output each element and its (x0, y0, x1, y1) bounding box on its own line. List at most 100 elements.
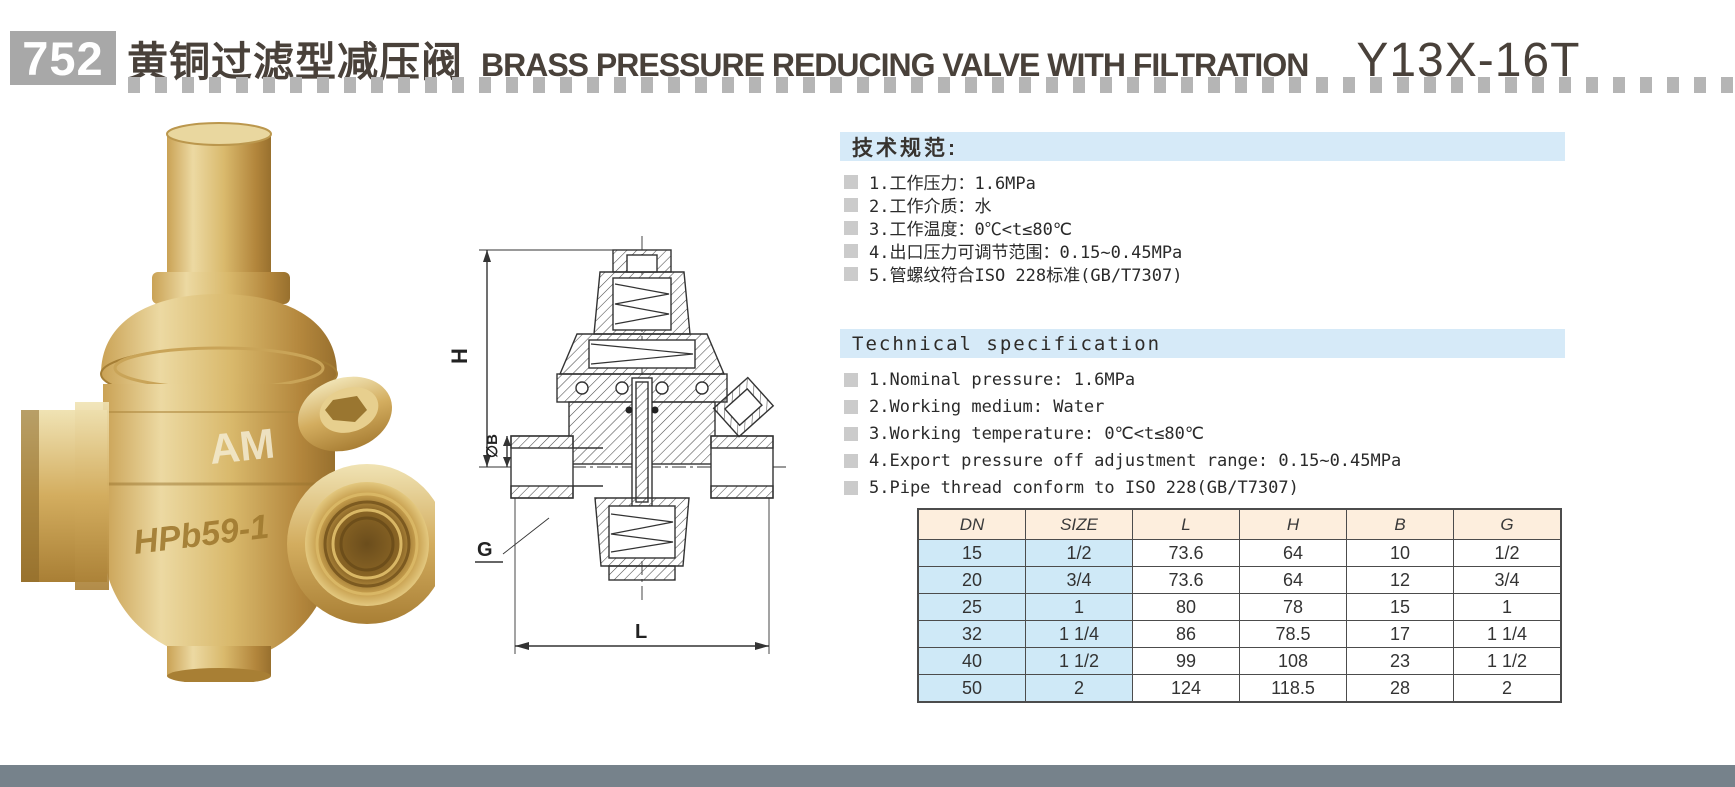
table-header-row: DN SIZE L H B G (917, 508, 1562, 540)
valve-hex-plug (298, 376, 392, 452)
bullet-square-icon (844, 399, 858, 414)
col-header-g: G (1453, 508, 1562, 540)
cell-b: 28 (1346, 674, 1454, 703)
col-header-h: H (1239, 508, 1347, 540)
spec-item: 2.Working medium: Water (844, 393, 1401, 420)
valve-body (103, 384, 335, 650)
cell-g: 2 (1453, 674, 1562, 703)
spec-item: 3.工作温度：0℃<t≤80℃ (844, 216, 1182, 240)
table-row: 40 1 1/2 99 108 23 1 1/2 (917, 647, 1562, 675)
cell-size: 1 1/2 (1025, 647, 1133, 675)
dimensions-table: DN SIZE L H B G 15 1/2 73.6 64 10 1/2 20… (917, 508, 1562, 703)
spec-item: 1.Nominal pressure: 1.6MPa (844, 366, 1401, 393)
cell-l: 73.6 (1132, 539, 1240, 567)
dashed-divider (128, 77, 1735, 93)
cell-h: 108 (1239, 647, 1347, 675)
cell-dn: 20 (917, 566, 1026, 594)
bullet-square-icon (844, 197, 858, 212)
page-number-box: 752 (10, 31, 116, 85)
cell-h: 64 (1239, 539, 1347, 567)
valve-section-drawing: H ∅B G L (447, 236, 787, 654)
cell-l: 80 (1132, 593, 1240, 621)
cell-h: 78.5 (1239, 620, 1347, 648)
spec-item-text: 5.管螺纹符合ISO 228标准(GB/T7307) (869, 266, 1183, 286)
spec-heading-en: Technical specification (840, 329, 1565, 358)
cell-b: 15 (1346, 593, 1454, 621)
spec-heading-cn: 技术规范: (840, 132, 1565, 161)
brand-logo: AM (207, 419, 277, 473)
cell-g: 1 (1453, 593, 1562, 621)
spec-item: 5.管螺纹符合ISO 228标准(GB/T7307) (844, 262, 1183, 286)
table-row: 20 3/4 73.6 64 12 3/4 (917, 566, 1562, 594)
cell-dn: 50 (917, 674, 1026, 703)
spec-item-text: 2.Working medium: Water (869, 396, 1105, 417)
bullet-square-icon (844, 480, 858, 495)
cell-b: 12 (1346, 566, 1454, 594)
spec-heading-en-text: Technical specification (852, 332, 1162, 355)
cell-b: 23 (1346, 647, 1454, 675)
cell-h: 78 (1239, 593, 1347, 621)
dim-label-bore: ∅B (484, 434, 501, 458)
spec-item-text: 3.工作温度：0℃<t≤80℃ (869, 220, 1072, 240)
spec-list-cn: 1.工作压力：1.6MPa 2.工作介质：水 3.工作温度：0℃<t≤80℃ 4… (844, 170, 1183, 286)
spec-item: 2.工作介质：水 (844, 193, 1182, 217)
cell-h: 118.5 (1239, 674, 1347, 703)
cell-size: 3/4 (1025, 566, 1133, 594)
valve-bottom (167, 646, 271, 684)
cell-dn: 15 (917, 539, 1026, 567)
table-row: 25 1 80 78 15 1 (917, 593, 1562, 621)
spec-item-text: 4.出口压力可调节范围：0.15~0.45MPa (869, 243, 1183, 263)
cell-dn: 40 (917, 647, 1026, 675)
spec-heading-cn-text: 技术规范: (852, 136, 958, 160)
cell-dn: 32 (917, 620, 1026, 648)
cell-b: 17 (1346, 620, 1454, 648)
spec-item-text: 5.Pipe thread conform to ISO 228(GB/T730… (869, 477, 1299, 498)
spec-item-text: 2.工作介质：水 (869, 197, 992, 217)
spec-item: 3.Working temperature: 0℃<t≤80℃ (844, 420, 1401, 447)
spec-item-text: 3.Working temperature: 0℃<t≤80℃ (869, 423, 1204, 444)
cell-l: 73.6 (1132, 566, 1240, 594)
valve-right-port (287, 464, 447, 624)
bullet-square-icon (844, 220, 858, 235)
col-header-b: B (1346, 508, 1454, 540)
dim-label-g: G (477, 539, 493, 561)
bullet-square-icon (844, 243, 858, 258)
cell-b: 10 (1346, 539, 1454, 567)
table-row: 32 1 1/4 86 78.5 17 1 1/4 (917, 620, 1562, 648)
cell-size: 1 (1025, 593, 1133, 621)
table-row: 50 2 124 118.5 28 2 (917, 674, 1562, 703)
spec-item: 1.工作压力：1.6MPa (844, 170, 1182, 194)
cell-g: 1 1/4 (1453, 620, 1562, 648)
cell-h: 64 (1239, 566, 1347, 594)
bullet-square-icon (844, 426, 858, 441)
footer-bar (0, 765, 1735, 787)
cell-g: 3/4 (1453, 566, 1562, 594)
cell-g: 1 1/2 (1453, 647, 1562, 675)
cell-size: 1 1/4 (1025, 620, 1133, 648)
spec-item-text: 1.Nominal pressure: 1.6MPa (869, 369, 1136, 390)
col-header-size: SIZE (1025, 508, 1133, 540)
cell-dn: 25 (917, 593, 1026, 621)
table-row: 15 1/2 73.6 64 10 1/2 (917, 539, 1562, 567)
spec-item: 4.Export pressure off adjustment range: … (844, 447, 1401, 474)
valve-cap (152, 122, 290, 304)
spec-item-text: 1.工作压力：1.6MPa (869, 174, 1036, 194)
valve-photo-illustration: AM HPb59-1 (21, 122, 447, 684)
cell-l: 86 (1132, 620, 1240, 648)
col-header-dn: DN (917, 508, 1026, 540)
page-number: 752 (22, 31, 104, 85)
valve-left-port (21, 402, 109, 590)
dim-label-l: L (635, 621, 647, 643)
cell-l: 99 (1132, 647, 1240, 675)
cell-l: 124 (1132, 674, 1240, 703)
spec-item: 4.出口压力可调节范围：0.15~0.45MPa (844, 239, 1183, 263)
dim-label-h: H (447, 348, 472, 364)
spec-item: 5.Pipe thread conform to ISO 228(GB/T730… (844, 474, 1401, 501)
spec-item-text: 4.Export pressure off adjustment range: … (869, 450, 1402, 471)
technical-drawing: H ∅B G L (437, 222, 829, 707)
spec-list-en: 1.Nominal pressure: 1.6MPa 2.Working med… (844, 366, 1401, 501)
bullet-square-icon (844, 266, 858, 281)
col-header-l: L (1132, 508, 1240, 540)
cell-g: 1/2 (1453, 539, 1562, 567)
